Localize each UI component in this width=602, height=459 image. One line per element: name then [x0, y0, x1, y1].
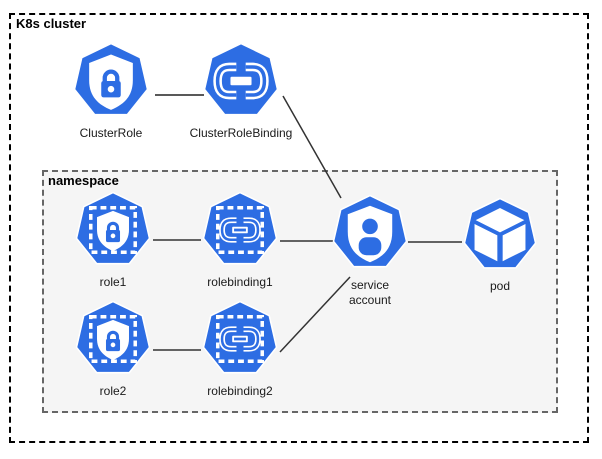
node-pod-label: pod — [489, 279, 511, 293]
shield-lock-dashed-icon — [75, 300, 151, 374]
shield-lock-icon — [73, 42, 149, 116]
node-service-account: service account — [305, 194, 435, 308]
node-role1: role1 — [48, 191, 178, 290]
chain-link-dashed-icon — [202, 300, 278, 374]
cube-icon — [463, 197, 537, 269]
chain-link-dashed-icon — [202, 191, 278, 265]
k8s-cluster-label: K8s cluster — [16, 16, 87, 31]
node-role2: role2 — [48, 300, 178, 399]
node-rolebinding1: rolebinding1 — [175, 191, 305, 290]
node-role2-label: role2 — [99, 384, 127, 398]
node-rolebinding1-label: rolebinding1 — [207, 275, 273, 289]
node-rolebinding2: rolebinding2 — [175, 300, 305, 399]
node-service-account-label: service account — [348, 278, 392, 307]
user-shield-icon — [332, 194, 408, 268]
node-rolebinding2-label: rolebinding2 — [207, 384, 273, 398]
node-clusterrolebinding-label: ClusterRoleBinding — [189, 126, 293, 140]
node-clusterrole-label: ClusterRole — [79, 126, 143, 140]
node-clusterrolebinding: ClusterRoleBinding — [176, 42, 306, 141]
node-clusterrole: ClusterRole — [46, 42, 176, 141]
node-role1-label: role1 — [99, 275, 127, 289]
node-pod: pod — [435, 197, 565, 294]
namespace-label: namespace — [48, 173, 119, 188]
shield-lock-dashed-icon — [75, 191, 151, 265]
chain-link-icon — [203, 42, 279, 116]
